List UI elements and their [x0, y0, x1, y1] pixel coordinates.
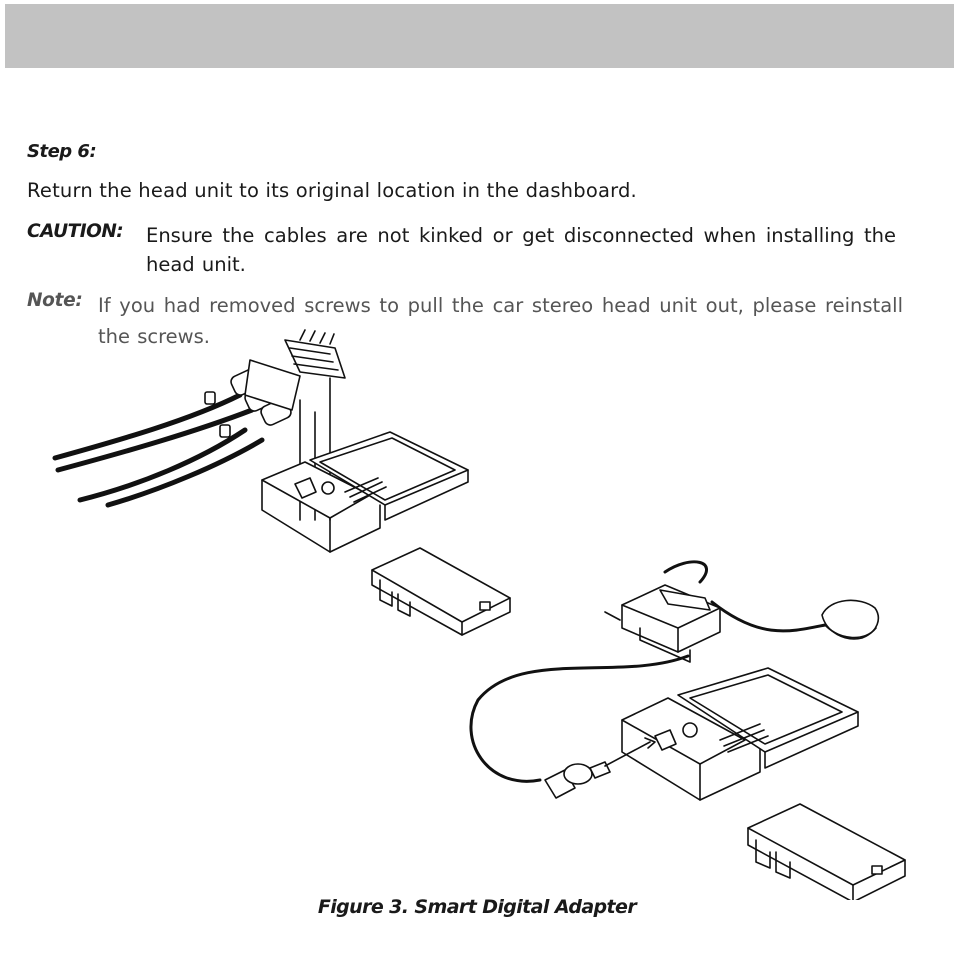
harness-connector	[284, 329, 346, 379]
note-text: If you had removed screws to pull the ca…	[98, 294, 903, 348]
lower-lid	[747, 803, 906, 900]
harness-cables	[52, 370, 286, 508]
antenna-cable-loop	[663, 560, 708, 584]
upper-lid	[371, 547, 511, 636]
tuner-cable	[469, 654, 690, 783]
figure-caption: Figure 3. Smart Digital Adapter	[317, 896, 637, 918]
caution-label: CAUTION:	[27, 221, 124, 242]
lower-antenna	[821, 599, 879, 640]
upper-adapter-module	[261, 431, 469, 553]
instruction-text: Return the head unit to its original loc…	[27, 179, 637, 202]
antenna-cable	[710, 600, 827, 633]
adapter-illustration	[52, 329, 906, 900]
lower-adapter-module	[621, 667, 859, 801]
step-title: Step 6:	[27, 141, 97, 162]
note-label: Note:	[27, 290, 83, 311]
caution-text: Ensure the cables are not kinked or get …	[146, 224, 896, 276]
inline-plug	[544, 737, 656, 799]
tuner-block	[621, 584, 721, 663]
harness-plugs	[204, 359, 301, 438]
header-bar	[5, 4, 954, 68]
